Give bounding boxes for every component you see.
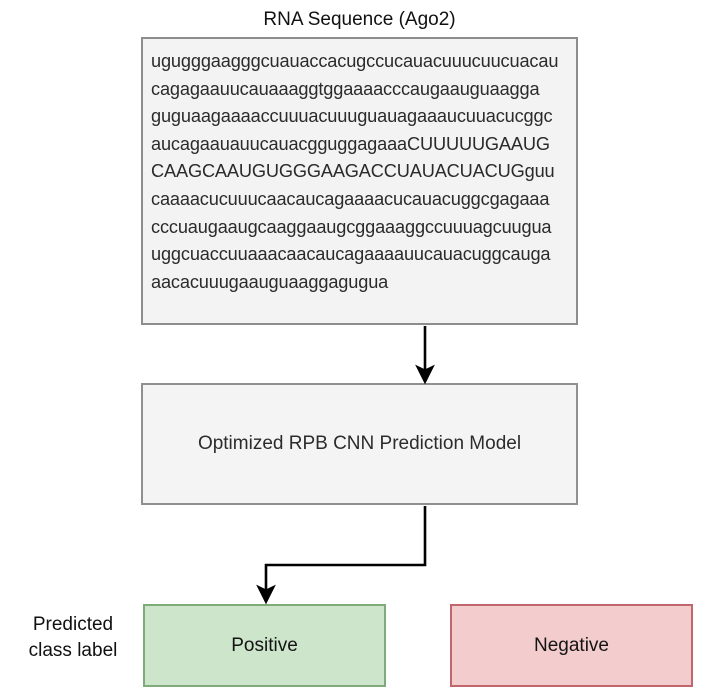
model-label: Optimized RPB CNN Prediction Model xyxy=(197,433,522,454)
rna-sequence-box: ugugggaagggcuauaccacugccucauacuuucuucuac… xyxy=(141,37,578,325)
positive-outcome-box[interactable]: Positive xyxy=(143,604,386,687)
predicted-class-label: Predicted class label xyxy=(8,612,138,664)
negative-outcome-label: Negative xyxy=(534,634,609,656)
arrow-model-to-positive xyxy=(256,506,427,605)
predicted-class-label-line2: class label xyxy=(28,640,118,661)
rna-sequence-text: ugugggaagggcuauaccacugccucauacuuucuucuac… xyxy=(151,51,559,292)
positive-outcome-label: Positive xyxy=(231,634,298,656)
negative-outcome-box[interactable]: Negative xyxy=(450,604,693,687)
model-box: Optimized RPB CNN Prediction Model xyxy=(141,383,578,505)
page-title: RNA Sequence (Ago2) xyxy=(263,9,456,30)
predicted-class-label-line1: Predicted xyxy=(32,614,114,635)
